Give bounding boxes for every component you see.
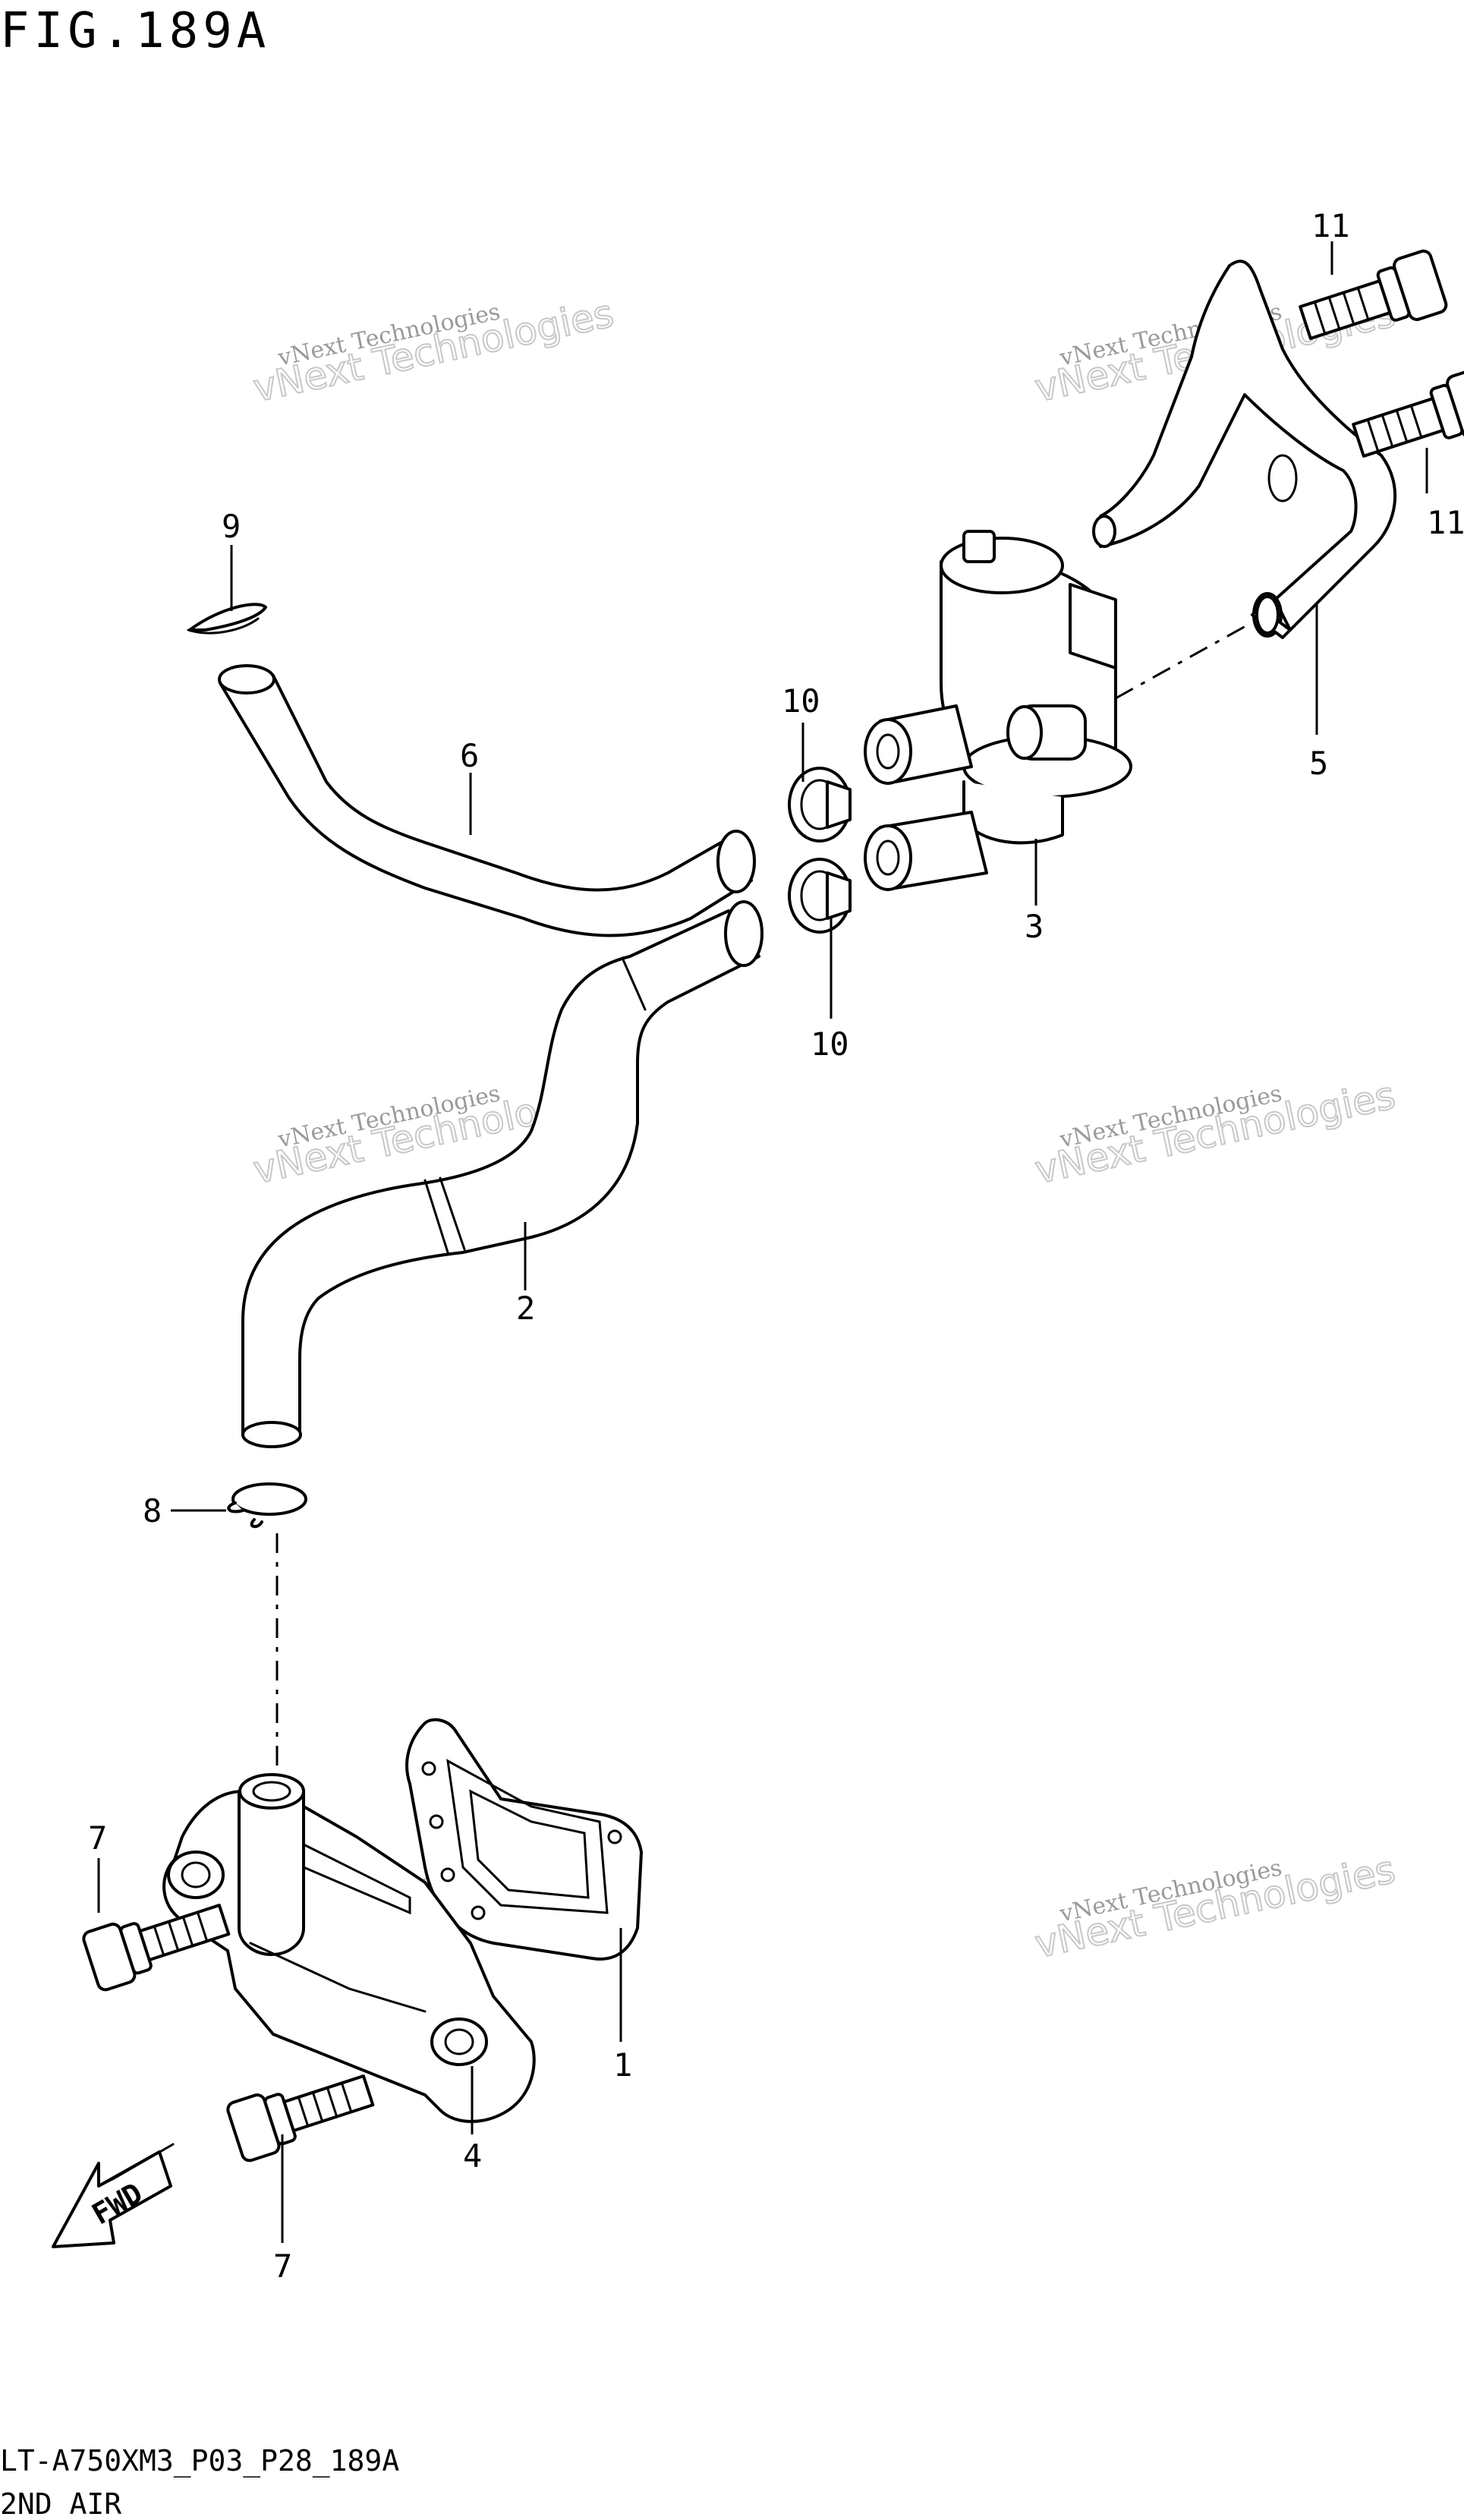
callout-10-upper: 10	[782, 682, 820, 720]
fwd-arrow-icon: FWD	[52, 2143, 175, 2248]
callout-2: 2	[516, 1290, 535, 1327]
watermark-6: vNext Technologies vNext Technologies	[1031, 1847, 1400, 1967]
watermark-1: vNext Technologies vNext Technologies	[249, 291, 619, 411]
part-1-gasket	[405, 1718, 643, 1961]
bolt-7-lower	[226, 2074, 375, 2162]
part-10-clamp-lower	[788, 858, 852, 934]
callout-11-upper: 11	[1311, 207, 1350, 244]
section-name: 2ND AIR	[0, 2487, 121, 2520]
callout-6: 6	[460, 737, 479, 774]
part-2-hose	[241, 900, 763, 1448]
callout-10-lower: 10	[811, 1025, 849, 1063]
callout-7-upper: 7	[88, 1819, 107, 1857]
valve-side-port	[1006, 704, 1087, 761]
bolt-7-upper	[82, 1904, 231, 1992]
valve-nozzle-upper	[864, 704, 973, 785]
callout-4: 4	[463, 2137, 482, 2175]
callout-7-lower: 7	[273, 2248, 292, 2285]
bolt-11-upper	[1299, 249, 1448, 340]
callout-11-lower: 11	[1427, 504, 1464, 541]
callout-1: 1	[613, 2046, 632, 2084]
centerline-valve-hose	[1115, 621, 1253, 700]
part-9-clip	[187, 603, 267, 635]
bolt-11-lower	[1352, 367, 1464, 458]
callout-5: 5	[1309, 745, 1328, 782]
part-8-circlip	[227, 1482, 307, 1529]
part-6-hose	[218, 664, 756, 937]
part-4-housing	[162, 1773, 536, 2123]
callout-8: 8	[143, 1492, 162, 1529]
figure-title: FIG.189A	[0, 3, 270, 59]
callout-3: 3	[1025, 908, 1044, 945]
part-5-hose	[1251, 595, 1292, 639]
valve-nozzle-lower	[864, 811, 988, 891]
model-code: LT-A750XM3_P03_P28_189A	[0, 2444, 399, 2478]
part-3-valve	[864, 530, 1132, 891]
part-10-clamp-upper	[788, 767, 852, 843]
watermark-4: vNext Technologies vNext Technologies	[1031, 1073, 1400, 1193]
callout-9: 9	[222, 508, 241, 545]
